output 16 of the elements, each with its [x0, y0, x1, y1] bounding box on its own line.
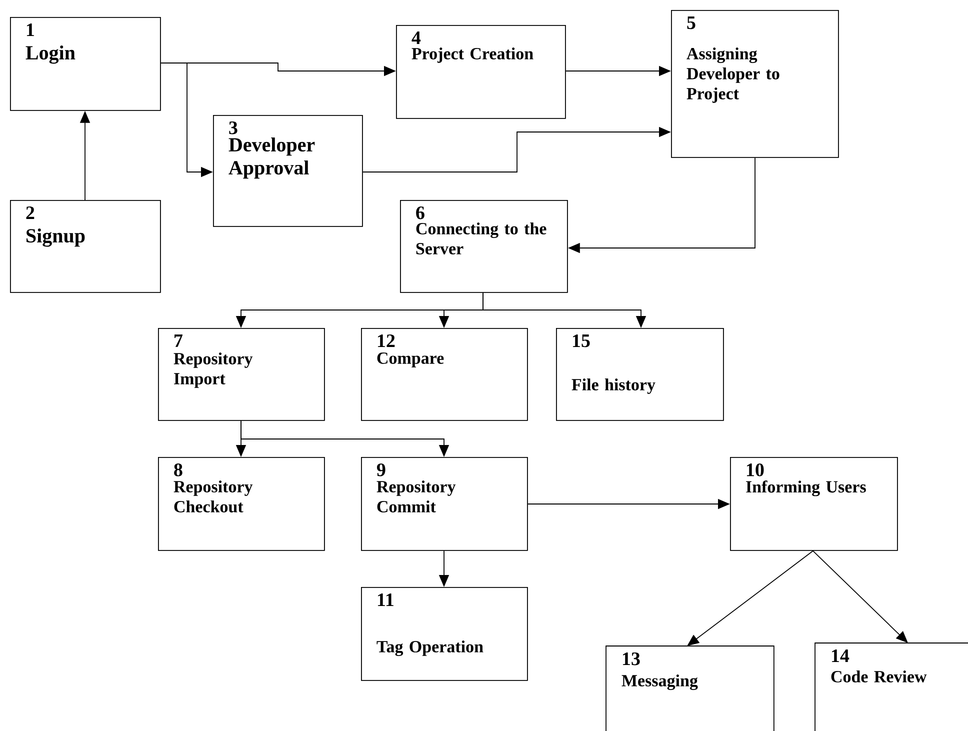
arrow: [812, 550, 908, 643]
process-box: 12 Compare: [361, 328, 528, 421]
process-box: 9 Repository Commit: [361, 457, 528, 551]
process-box: 4 Project Creation: [396, 25, 566, 119]
process-box: 3 Developer Approval: [213, 115, 363, 227]
process-box: 13 Messaging: [606, 646, 774, 731]
process-box: 7 Repository Import: [158, 328, 325, 421]
process-box: 2 Signup: [10, 200, 161, 293]
process-box: 10 Informing Users: [730, 457, 898, 551]
process-box: 15 File history: [556, 328, 724, 421]
process-box: 11 Tag Operation: [361, 587, 528, 681]
process-box: 5 Assigning Developer to Project: [671, 10, 839, 158]
process-box: 1 Login: [10, 17, 161, 111]
process-box: 14 Code Review: [814, 642, 968, 731]
process-box: 8 Repository Checkout: [158, 457, 325, 551]
process-box: 6 Connecting to the Server: [400, 200, 568, 293]
